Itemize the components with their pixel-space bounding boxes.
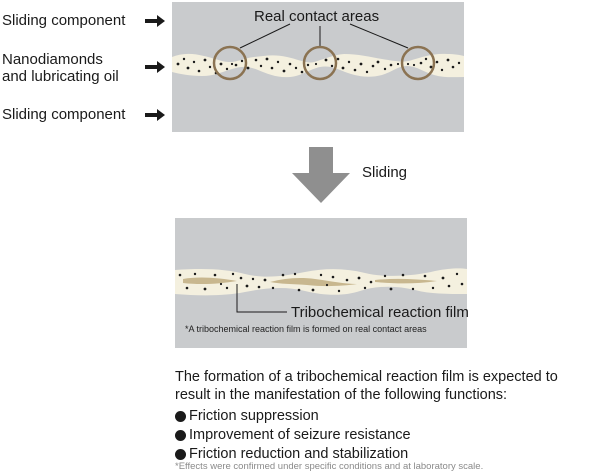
list-item: Friction suppression <box>175 407 411 426</box>
list-item: Friction reduction and stabilization <box>175 445 411 464</box>
real-contact-areas-label: Real contact areas <box>254 8 380 25</box>
list-item: Improvement of seizure resistance <box>175 426 411 445</box>
right-arrow-icon <box>145 15 165 27</box>
list-item-label: Improvement of seizure resistance <box>189 427 411 443</box>
label-lubricating-oil: and lubricating oil <box>2 68 119 85</box>
bullet-icon <box>175 430 186 441</box>
footnote: *Effects were confirmed under specific c… <box>175 461 484 472</box>
contact-circle-left <box>212 45 248 81</box>
summary-line-1: The formation of a tribochemical reactio… <box>175 369 558 385</box>
contact-circle-right <box>400 45 436 81</box>
summary-line-2: result in the manifestation of the follo… <box>175 387 508 403</box>
nanodiamond-particles <box>176 57 461 75</box>
list-item-label: Friction suppression <box>189 408 319 424</box>
contact-leader-lines <box>239 23 409 49</box>
label-sliding-component-bottom: Sliding component <box>2 106 126 123</box>
down-arrow-icon <box>292 147 350 203</box>
nanodiamond-particles <box>178 272 464 293</box>
right-arrow-icon <box>145 109 165 121</box>
bullet-icon <box>175 449 186 460</box>
film-leader-line <box>236 284 287 313</box>
label-nanodiamonds: Nanodiamonds <box>2 51 103 68</box>
tribochemical-film-label: Tribochemical reaction film <box>291 304 469 321</box>
label-sliding-component-top: Sliding component <box>2 12 126 29</box>
film-note: *A tribochemical reaction film is formed… <box>185 324 427 334</box>
list-item-label: Friction reduction and stabilization <box>189 446 409 462</box>
contact-diagram-after <box>175 218 467 348</box>
contact-diagram-before <box>172 2 464 132</box>
sliding-action-label: Sliding <box>362 164 408 181</box>
tribochemical-film-regions <box>183 277 437 287</box>
contact-circle-middle <box>302 45 338 81</box>
function-list: Friction suppression Improvement of seiz… <box>175 407 411 464</box>
bullet-icon <box>175 411 186 422</box>
contact-circles <box>212 45 436 81</box>
right-arrow-icon <box>145 61 165 73</box>
